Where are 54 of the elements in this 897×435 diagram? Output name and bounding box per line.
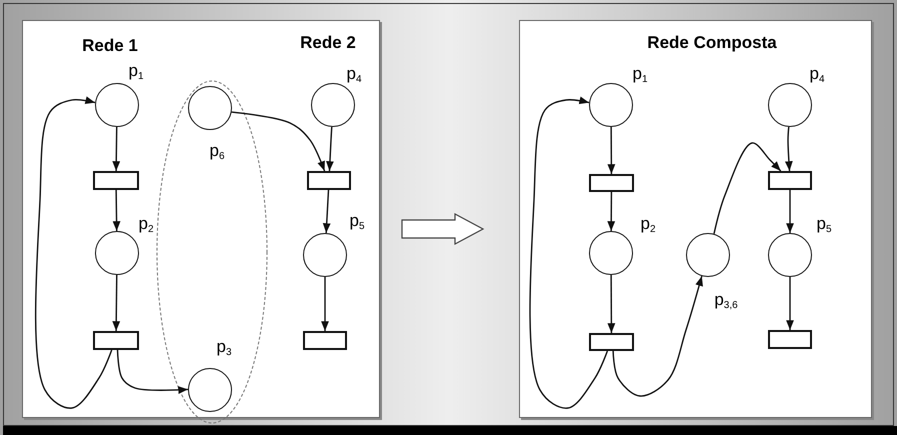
transition-bar: [589, 174, 634, 192]
arc-arrow: [713, 142, 782, 234]
transition-bar: [768, 171, 812, 190]
arc-arrow: [786, 277, 794, 330]
place-circle: [303, 233, 347, 277]
arc-arrow: [321, 277, 329, 331]
arc-arrow: [784, 126, 793, 172]
net-panel: [22, 20, 380, 418]
arc-arrow: [607, 127, 616, 174]
arc-arrow: [322, 190, 331, 234]
place-circle: [95, 231, 139, 275]
arc-arrow: [112, 190, 120, 231]
transition-bar: [93, 171, 139, 190]
transition-bar: [93, 331, 139, 350]
arc-arrow: [116, 350, 188, 394]
arc-arrow: [612, 276, 703, 397]
place-circle: [95, 83, 139, 127]
place-label: p$_{3}$: [216, 338, 232, 358]
place-label: p$_{3,6}$: [714, 291, 738, 311]
net-title: Rede 2: [300, 33, 356, 53]
place-label: p$_{4}$: [809, 65, 825, 85]
place-circle: [311, 83, 355, 127]
arc-arrow: [529, 96, 608, 409]
place-label: p$_{4}$: [346, 65, 362, 85]
arc-arrow: [607, 192, 616, 231]
arc-arrow: [112, 275, 120, 331]
block-arrow: [401, 213, 484, 245]
transition-bar: [307, 171, 351, 190]
place-circle: [188, 86, 232, 130]
net-title: Rede 1: [82, 36, 138, 56]
place-label: p$_{1}$: [128, 62, 144, 82]
net-title: Rede Composta: [647, 33, 777, 53]
place-label: p$_{2}$: [138, 215, 154, 235]
arc-arrow: [786, 190, 794, 233]
place-circle: [768, 233, 812, 277]
transition-bar: [303, 331, 347, 350]
place-circle: [768, 83, 812, 127]
place-label: p$_{6}$: [209, 142, 225, 162]
transition-bar: [589, 333, 634, 351]
place-label: p$_{5}$: [349, 212, 365, 232]
arc-arrow: [326, 126, 334, 172]
net-panel: [519, 20, 872, 418]
place-label: p$_{2}$: [640, 215, 656, 235]
place-label: p$_{5}$: [816, 215, 832, 235]
place-circle: [686, 233, 730, 277]
arc-arrow: [232, 111, 326, 172]
arc-arrow: [34, 96, 112, 409]
place-circle: [589, 83, 633, 127]
place-circle: [589, 231, 633, 275]
arc-arrow: [112, 127, 120, 171]
place-circle: [188, 368, 232, 412]
place-label: p$_{1}$: [632, 65, 648, 85]
transition-bar: [768, 330, 812, 349]
arc-arrow: [607, 275, 616, 333]
